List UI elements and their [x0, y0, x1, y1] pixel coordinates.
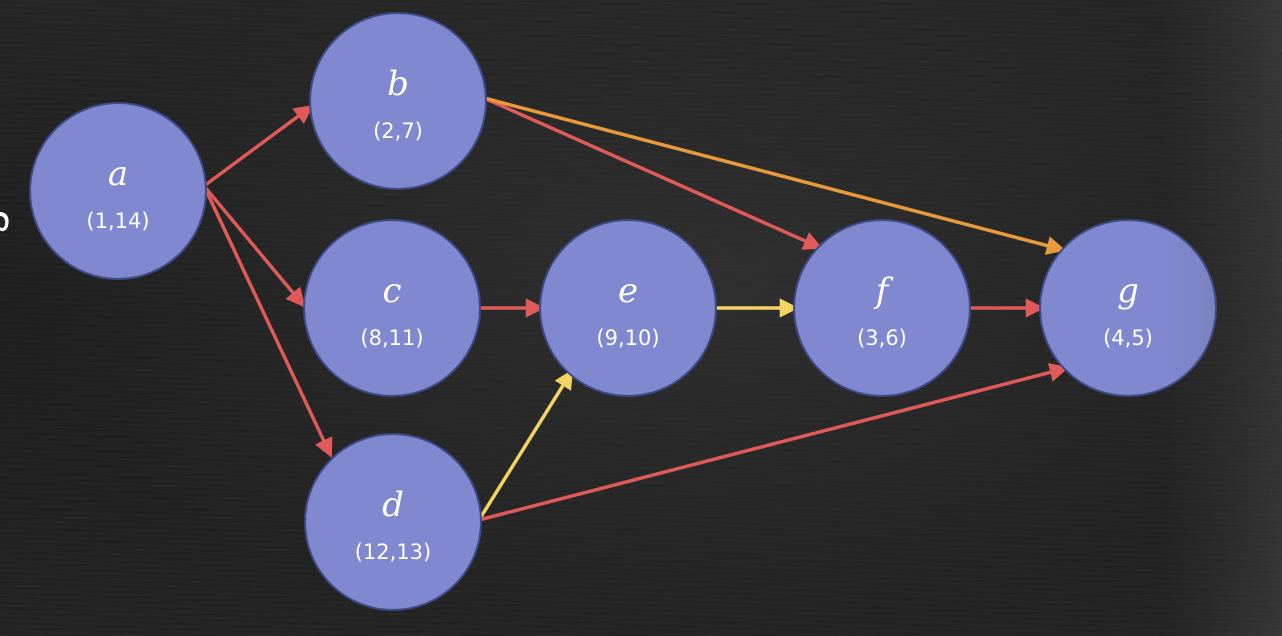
edge-a-d	[202, 185, 333, 458]
node-g-circle	[1039, 219, 1217, 397]
node-a-label: a	[108, 154, 128, 194]
edges-layer	[202, 96, 1069, 522]
node-e: e (9,10)	[539, 219, 717, 397]
clipped-glyph-fragment	[0, 212, 9, 232]
node-b-times: (2,7)	[373, 119, 423, 143]
node-a: a (1,14)	[29, 102, 207, 280]
node-e-label: e	[618, 271, 638, 311]
edge-d-g	[478, 363, 1069, 522]
node-c-label: c	[382, 271, 401, 311]
node-d-label: d	[382, 485, 404, 525]
node-c: c (8,11)	[303, 219, 481, 397]
node-b: b (2,7)	[309, 12, 487, 190]
edge-a-c	[202, 184, 306, 308]
node-g-label: g	[1117, 271, 1139, 311]
node-a-times: (1,14)	[86, 209, 149, 233]
node-e-circle	[539, 219, 717, 397]
node-d-times: (12,13)	[355, 540, 432, 564]
node-c-times: (8,11)	[360, 326, 423, 350]
node-f-circle	[793, 219, 971, 397]
node-d-circle	[304, 433, 482, 611]
nodes-layer: a (1,14) b (2,7) c (8,11) d (12,13) e (9,10) f(3,6…	[29, 12, 1217, 611]
node-f: f(3,6)	[793, 219, 971, 397]
node-g-times: (4,5)	[1103, 326, 1153, 350]
edge-d-e	[477, 369, 574, 521]
node-c-circle	[303, 219, 481, 397]
node-e-times: (9,10)	[596, 326, 659, 350]
node-b-label: b	[387, 64, 409, 104]
edge-b-f	[483, 96, 823, 250]
node-f-times: (3,6)	[857, 326, 907, 350]
edge-b-g	[483, 96, 1066, 255]
node-g: g (4,5)	[1039, 219, 1217, 397]
node-a-circle	[29, 102, 207, 280]
node-b-circle	[309, 12, 487, 190]
edge-a-b	[202, 104, 314, 188]
node-d: d (12,13)	[304, 433, 482, 611]
